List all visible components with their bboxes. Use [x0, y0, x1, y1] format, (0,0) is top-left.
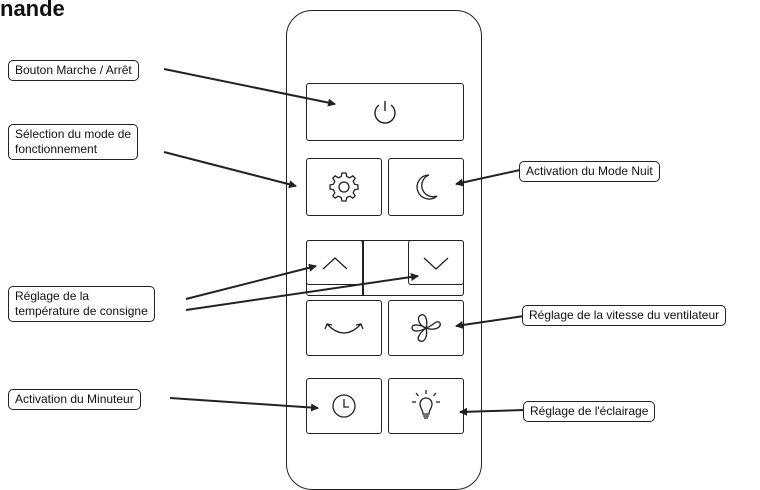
arrow-power	[163, 68, 336, 107]
callout-timer: Activation du Minuteur	[8, 389, 141, 410]
callout-power: Bouton Marche / Arrêt	[8, 60, 139, 81]
arrow-temp-down	[185, 273, 419, 311]
callout-fan: Réglage de la vitesse du ventilateur	[522, 305, 727, 326]
callout-night: Activation du Mode Nuit	[519, 161, 660, 182]
power-icon	[374, 101, 396, 124]
chevron-down-icon	[423, 257, 449, 270]
mode-button[interactable]	[306, 158, 382, 216]
callout-mode: Sélection du mode de fonctionnement	[8, 124, 139, 160]
arrow-fan	[455, 315, 525, 329]
lighting-button[interactable]	[388, 378, 464, 434]
callout-power-text: Bouton Marche / Arrêt	[15, 63, 132, 77]
callout-mode-text-1: Sélection du mode de	[15, 127, 132, 141]
callout-arrows	[163, 68, 525, 416]
fan-icon	[411, 314, 441, 342]
callout-temperature: Réglage de la température de consigne	[8, 286, 155, 322]
callout-light: Réglage de l'éclairage	[523, 401, 656, 422]
fan-speed-button[interactable]	[388, 300, 464, 356]
power-button[interactable]	[306, 83, 464, 141]
light-bulb-icon	[412, 390, 440, 419]
callout-temperature-text-2: température de consigne	[15, 304, 148, 318]
callout-fan-text: Réglage de la vitesse du ventilateur	[529, 308, 720, 322]
callout-light-text: Réglage de l'éclairage	[530, 404, 649, 418]
swing-arrows-icon	[324, 323, 364, 334]
gear-icon	[329, 172, 359, 202]
page-title: nande	[0, 0, 65, 21]
night-mode-button[interactable]	[388, 158, 464, 216]
arrow-timer	[169, 397, 319, 412]
swing-button[interactable]	[306, 300, 382, 356]
temperature-up-button[interactable]	[306, 240, 363, 285]
crescent-moon-icon	[416, 174, 438, 200]
arrow-temp-up	[185, 263, 317, 300]
chevron-up-icon	[322, 256, 347, 269]
callout-mode-text-2: fonctionnement	[15, 142, 98, 156]
arrow-light	[459, 407, 525, 416]
clock-icon	[332, 394, 356, 418]
arrow-night	[455, 169, 521, 187]
arrow-mode	[163, 151, 297, 189]
callout-night-text: Activation du Mode Nuit	[526, 164, 653, 178]
callout-timer-text: Activation du Minuteur	[15, 392, 134, 406]
callout-temperature-text-1: Réglage de la	[15, 289, 90, 303]
